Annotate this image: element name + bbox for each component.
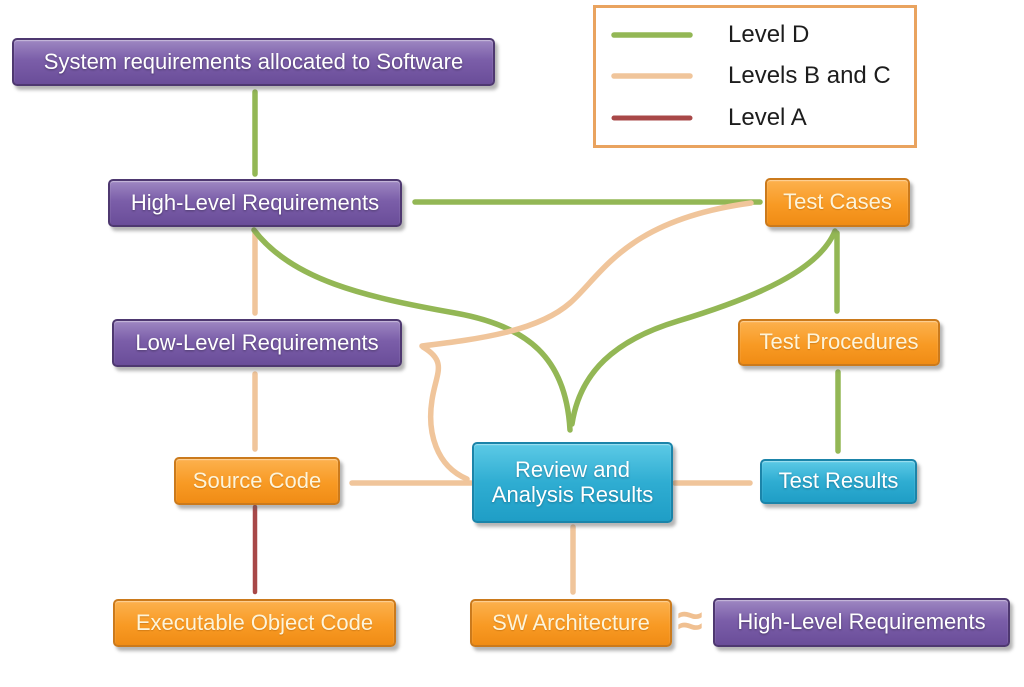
arrow-hlr-review (251, 227, 573, 433)
arrow-review-testcases (419, 200, 754, 349)
node-test-results: Test Results (760, 459, 917, 504)
approx-equal-symbol: ≈ (677, 594, 703, 646)
red-arrow-icon (611, 115, 693, 121)
legend-label-levels-b-c: Levels B and C (728, 62, 891, 90)
arrow-review-llr (420, 344, 470, 482)
node-system-requirements: System requirements allocated to Softwar… (12, 38, 495, 86)
legend-row-level-a: Level A (610, 104, 914, 132)
green-arrow-icon (611, 32, 693, 38)
legend-row-levels-b-c: Levels B and C (610, 62, 914, 90)
legend-label-level-a: Level A (728, 104, 807, 132)
node-test-procedures: Test Procedures (738, 319, 940, 366)
node-high-level-requirements-bottom: High-Level Requirements (713, 598, 1010, 647)
node-high-level-requirements: High-Level Requirements (108, 179, 402, 227)
peach-arrow-icon (611, 73, 693, 80)
legend-label-level-d: Level D (728, 20, 810, 48)
arrow-testcases-review (569, 228, 838, 427)
node-low-level-requirements: Low-Level Requirements (112, 319, 402, 367)
node-review-analysis-results: Review and Analysis Results (472, 442, 673, 523)
legend: Level D Levels B and C Level A (593, 5, 917, 148)
legend-row-level-d: Level D (610, 21, 914, 49)
node-test-cases: Test Cases (765, 178, 910, 227)
node-source-code: Source Code (174, 457, 340, 505)
node-executable-object-code: Executable Object Code (113, 599, 396, 647)
node-sw-architecture: SW Architecture (470, 599, 672, 647)
